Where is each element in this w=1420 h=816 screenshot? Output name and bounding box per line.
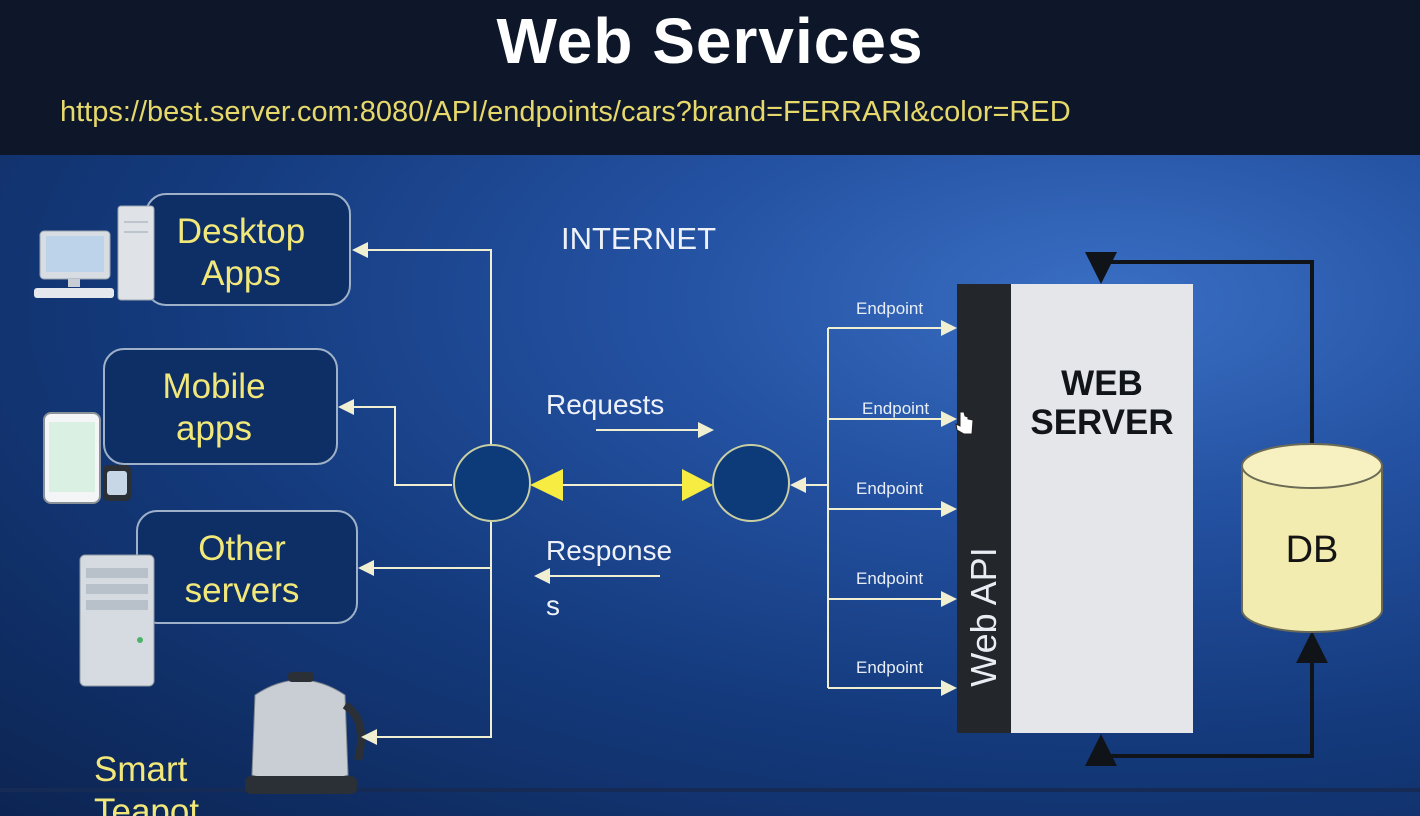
db-cylinder: [1241, 443, 1383, 633]
web-server-box: [1011, 284, 1193, 733]
responses-label-line2: s: [546, 590, 560, 621]
mobile-apps-label: Mobile apps: [104, 366, 324, 450]
server-tower-icon: [79, 554, 155, 687]
smart-teapot-icon: [245, 672, 365, 794]
api-url: https://best.server.com:8080/API/endpoin…: [60, 96, 1071, 128]
web-api-label: Web API: [963, 547, 1004, 687]
web-server-label-line1: WEB: [1061, 364, 1143, 403]
other-servers-label: Other servers: [137, 528, 347, 612]
web-server-label-line2: SERVER: [1030, 403, 1174, 442]
web-api-bar: [957, 284, 1011, 733]
internet-node-right: [712, 444, 790, 522]
left-triangle-marker: [530, 469, 563, 501]
requests-label: Requests: [546, 389, 665, 420]
endpoint-label-5: Endpoint: [856, 658, 924, 677]
desktop-computer-icon: [34, 205, 155, 301]
web-server-label: WEB SERVER: [1011, 364, 1193, 442]
right-triangle-marker: [682, 469, 713, 501]
db-label: DB: [1285, 529, 1339, 571]
endpoint-label-1: Endpoint: [856, 299, 924, 318]
desktop-apps-label-line2: Apps: [201, 254, 281, 293]
desktop-apps-label: Desktop Apps: [146, 211, 336, 295]
mobile-apps-box: [103, 348, 338, 465]
footer-divider: [0, 788, 1420, 792]
internet-node-left: [453, 444, 531, 522]
responses-label-line1: Response: [546, 535, 673, 566]
mobile-apps-label-line1: Mobile: [162, 367, 266, 406]
mobile-apps-label-line2: apps: [176, 409, 252, 448]
other-servers-label-line2: servers: [184, 571, 300, 610]
smart-teapot-label-line2: Teapot: [94, 792, 200, 816]
other-servers-label-line1: Other: [198, 529, 286, 568]
endpoint-label-2: Endpoint: [862, 399, 930, 418]
smart-teapot-label: Smart Teapot: [94, 749, 199, 816]
endpoint-label-4: Endpoint: [856, 569, 924, 588]
hand-cursor-icon: [955, 411, 974, 435]
desktop-apps-label-line1: Desktop: [176, 212, 306, 251]
internet-label: INTERNET: [561, 221, 716, 256]
mobile-phone-icon: [43, 412, 131, 504]
slide-header: Web Services https://best.server.com:808…: [0, 0, 1420, 155]
endpoint-label-3: Endpoint: [856, 479, 924, 498]
smart-teapot-label-line1: Smart: [94, 750, 188, 789]
slide-title: Web Services: [496, 5, 924, 77]
